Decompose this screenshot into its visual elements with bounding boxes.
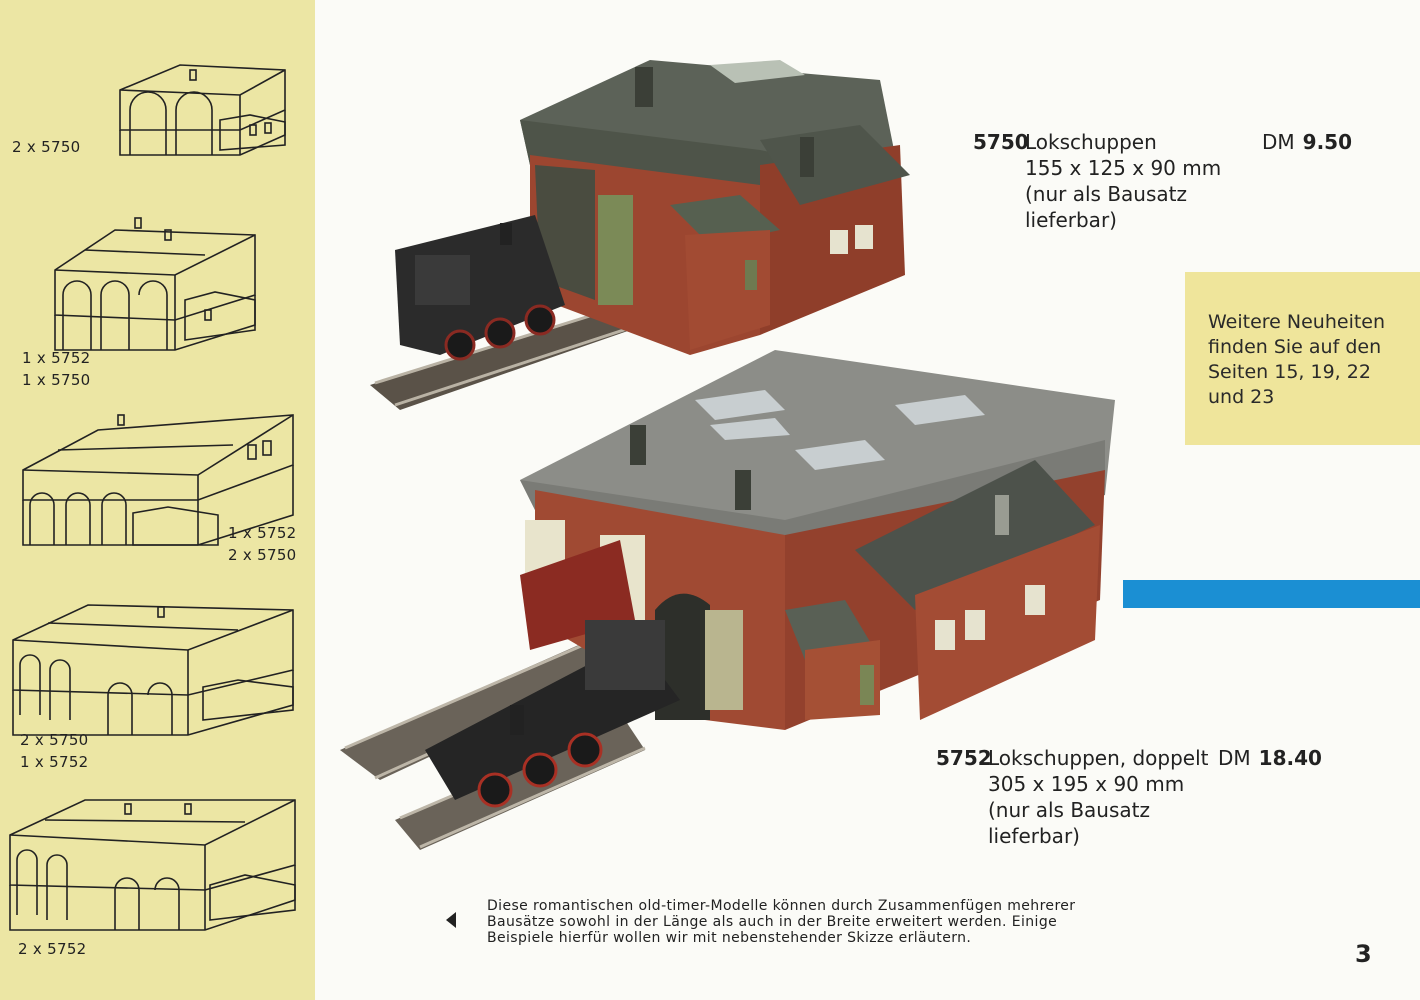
sketch-quad-shed: [8, 595, 298, 740]
product-number: 5750: [973, 130, 1029, 154]
product-dimensions: 155 x 125 x 90 mm: [1025, 156, 1222, 180]
product-note-2: lieferbar): [1025, 208, 1117, 232]
price-5752: DM 18.40: [1218, 746, 1322, 770]
accent-bar: [1123, 580, 1420, 608]
product-number: 5752: [936, 746, 992, 770]
sketch-triple-shed: [18, 395, 298, 555]
combo-label-1: 2 x 5750: [12, 138, 81, 156]
product-name: Lokschuppen, doppelt: [988, 746, 1209, 770]
product-name: Lokschuppen: [1025, 130, 1157, 154]
product-note: (nur als Bausatz: [1025, 182, 1187, 206]
combo-label-4: 2 x 5750 1 x 5752: [20, 731, 89, 771]
currency: DM: [1218, 746, 1251, 770]
sketch-single-shed: [110, 50, 300, 165]
combo-label-5: 2 x 5752: [18, 940, 87, 958]
info-box: [1185, 272, 1420, 445]
info-box-text: Weitere Neuheiten finden Sie auf den Sei…: [1208, 311, 1386, 408]
combo-label-3: 1 x 5752 2 x 5750: [228, 524, 297, 564]
product-note-2: lieferbar): [988, 824, 1080, 848]
price-value: 9.50: [1302, 130, 1353, 154]
combo-label-2: 1 x 5752 1 x 5750: [22, 349, 91, 389]
photo-single-engine-shed: [360, 55, 930, 415]
currency: DM: [1262, 130, 1295, 154]
footnote: Diese romantischen old-timer-Modelle kön…: [487, 898, 1076, 946]
product-dimensions: 305 x 195 x 90 mm: [988, 772, 1185, 796]
price-value: 18.40: [1258, 746, 1322, 770]
photo-double-engine-shed: [335, 320, 1125, 855]
sketch-double-double-shed: [5, 790, 300, 935]
left-arrow-icon: [446, 912, 456, 928]
page-number: 3: [1355, 940, 1372, 968]
product-note: (nur als Bausatz: [988, 798, 1150, 822]
price-5750: DM 9.50: [1262, 130, 1352, 154]
sketch-double-single-shed: [45, 200, 270, 355]
